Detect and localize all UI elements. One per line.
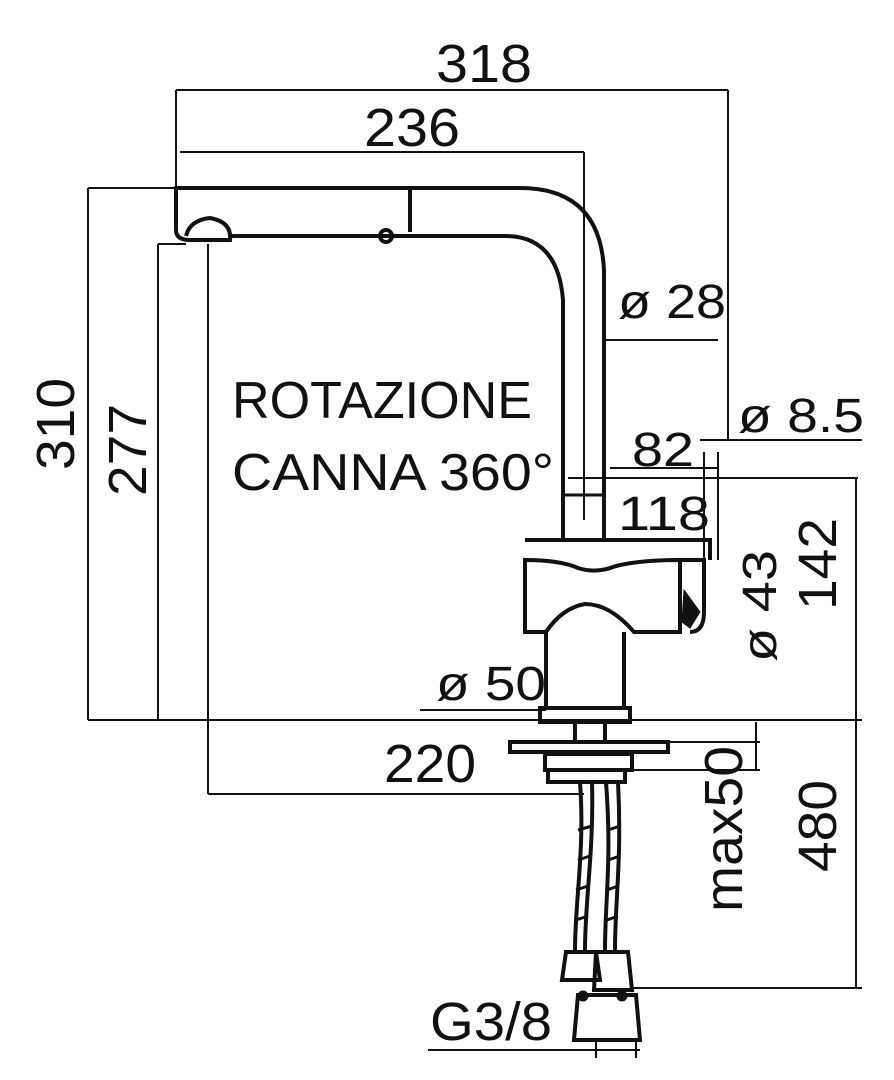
dim-hose-length: 480 xyxy=(788,780,848,872)
dim-body-height: 142 xyxy=(788,518,848,610)
dim-82: 82 xyxy=(632,424,694,477)
dim-spout-reach: 236 xyxy=(364,98,460,158)
dim-body-diameter: ø 43 xyxy=(734,550,787,662)
rotation-note-line1: ROTAZIONE xyxy=(232,372,532,430)
dim-spout-diameter: ø 28 xyxy=(618,276,726,329)
dim-outlet-height: 277 xyxy=(98,404,158,496)
dim-overall-width: 318 xyxy=(436,34,532,94)
dim-base-diameter: ø 50 xyxy=(436,658,546,711)
dim-total-height: 310 xyxy=(26,378,86,470)
dimension-lines xyxy=(87,89,862,1058)
rotation-note-line2: CANNA 360° xyxy=(232,444,554,502)
dim-hose-diameter: ø 8.5 xyxy=(738,390,864,443)
dim-118: 118 xyxy=(618,488,710,541)
dim-connection: G3/8 xyxy=(430,992,552,1052)
dim-reach-220: 220 xyxy=(384,734,476,794)
dim-max-thickness: max50 xyxy=(694,746,754,912)
